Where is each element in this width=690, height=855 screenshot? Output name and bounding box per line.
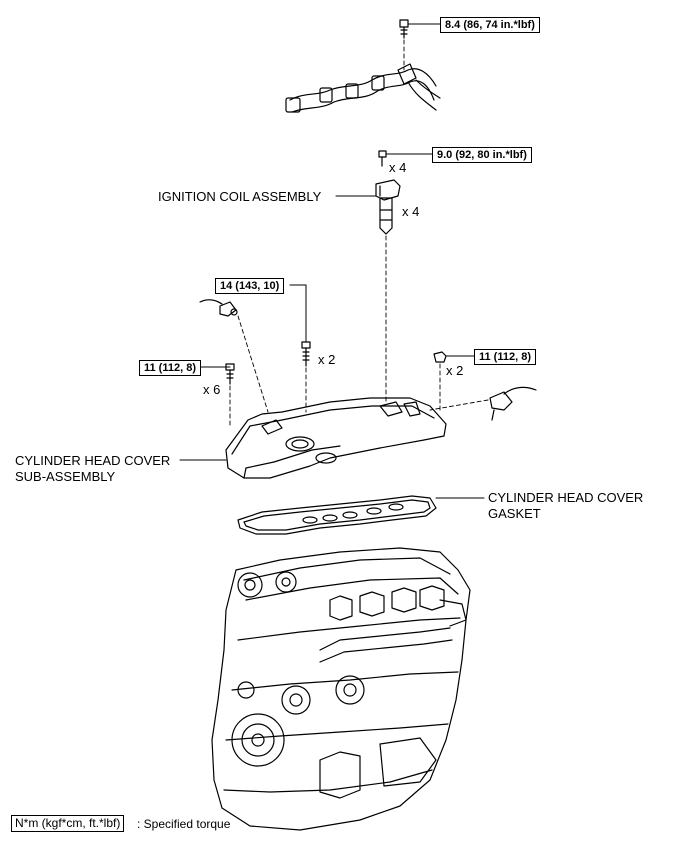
label-gasket-line2: GASKET: [488, 506, 541, 521]
label-head-cover-line2: SUB-ASSEMBLY: [15, 469, 116, 484]
gasket-drawing: [237, 495, 485, 535]
head-cover-drawing: [179, 397, 447, 479]
center-bolt-drawing: [289, 284, 311, 413]
ignition-coil-drawing: [335, 150, 433, 405]
torque-spec-center-bolt: 14 (143, 10): [215, 278, 285, 294]
legend-description: : Specified torque: [137, 817, 231, 831]
torque-spec-right-nut: 11 (112, 8): [474, 349, 536, 365]
legend-unit-box: N*m (kgf*cm, ft.*lbf): [11, 815, 125, 832]
torque-spec-harness-bolt: 8.4 (86, 74 in.*lbf): [440, 17, 540, 33]
right-nut-drawing: [433, 351, 475, 411]
quantity-left-bolt: x 6: [203, 382, 221, 397]
engine-block-drawing: [211, 547, 471, 831]
quantity-right-nut: x 2: [446, 363, 464, 378]
right-sensor-drawing: [429, 386, 537, 421]
harness-bolt-drawing: [399, 19, 441, 71]
torque-spec-coil-bolt: 9.0 (92, 80 in.*lbf): [432, 147, 532, 163]
left-bolt-drawing: [195, 363, 235, 427]
left-sensor-drawing: [199, 299, 269, 413]
quantity-center-bolt: x 2: [318, 352, 336, 367]
wire-harness-drawing: [285, 63, 441, 113]
label-ignition-coil-assembly: IGNITION COIL ASSEMBLY: [158, 189, 322, 204]
quantity-coil: x 4: [402, 204, 420, 219]
label-head-cover-line1: CYLINDER HEAD COVER: [15, 453, 171, 468]
quantity-coil-bolt: x 4: [389, 160, 407, 175]
label-gasket-line1: CYLINDER HEAD COVER: [488, 490, 644, 505]
torque-spec-left-bolt: 11 (112, 8): [139, 360, 201, 376]
